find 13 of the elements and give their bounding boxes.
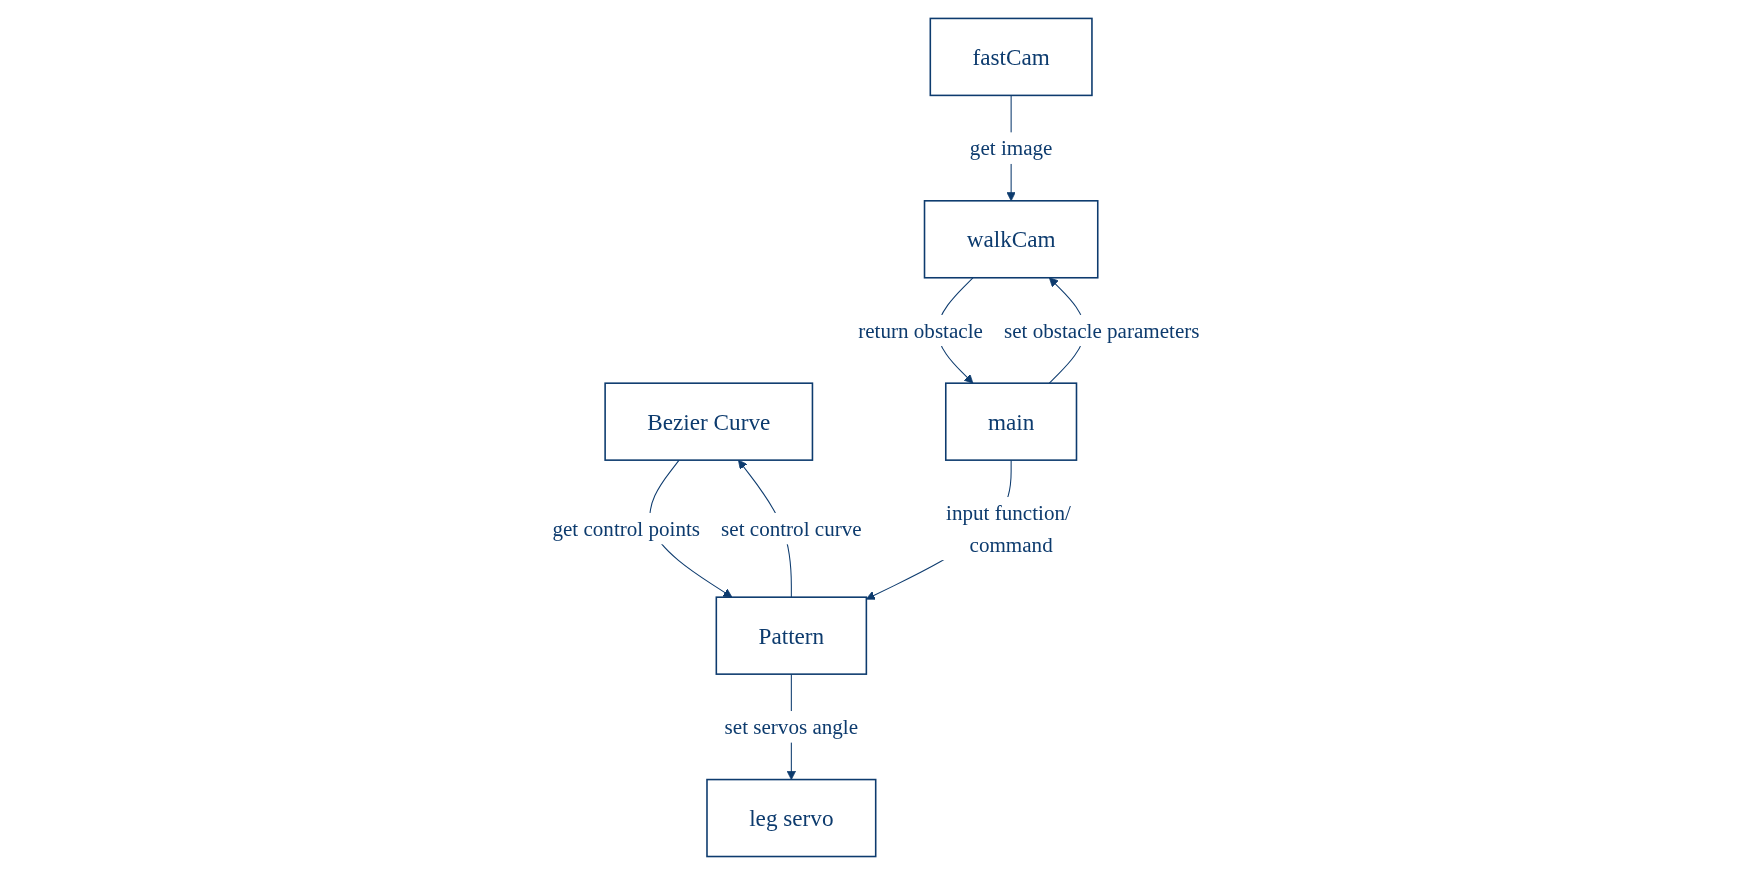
edge-label: set servos angle — [724, 715, 858, 739]
edge-label: get control points — [551, 517, 700, 541]
node-box: Bezier Curve — [603, 382, 813, 461]
node-box: main — [944, 382, 1077, 461]
edge-label: return obstacle — [857, 318, 983, 343]
edge-label: get image — [969, 136, 1052, 160]
edge-label: set obstacle parameters — [1003, 318, 1200, 343]
edge-label: input function/ command — [945, 501, 1071, 557]
node-box: fastCam — [929, 17, 1093, 97]
node-box: Pattern — [715, 596, 867, 675]
node-box: leg servo — [705, 778, 876, 858]
node-box: walkCam — [923, 200, 1099, 279]
edge-label: set control curve — [720, 517, 862, 541]
